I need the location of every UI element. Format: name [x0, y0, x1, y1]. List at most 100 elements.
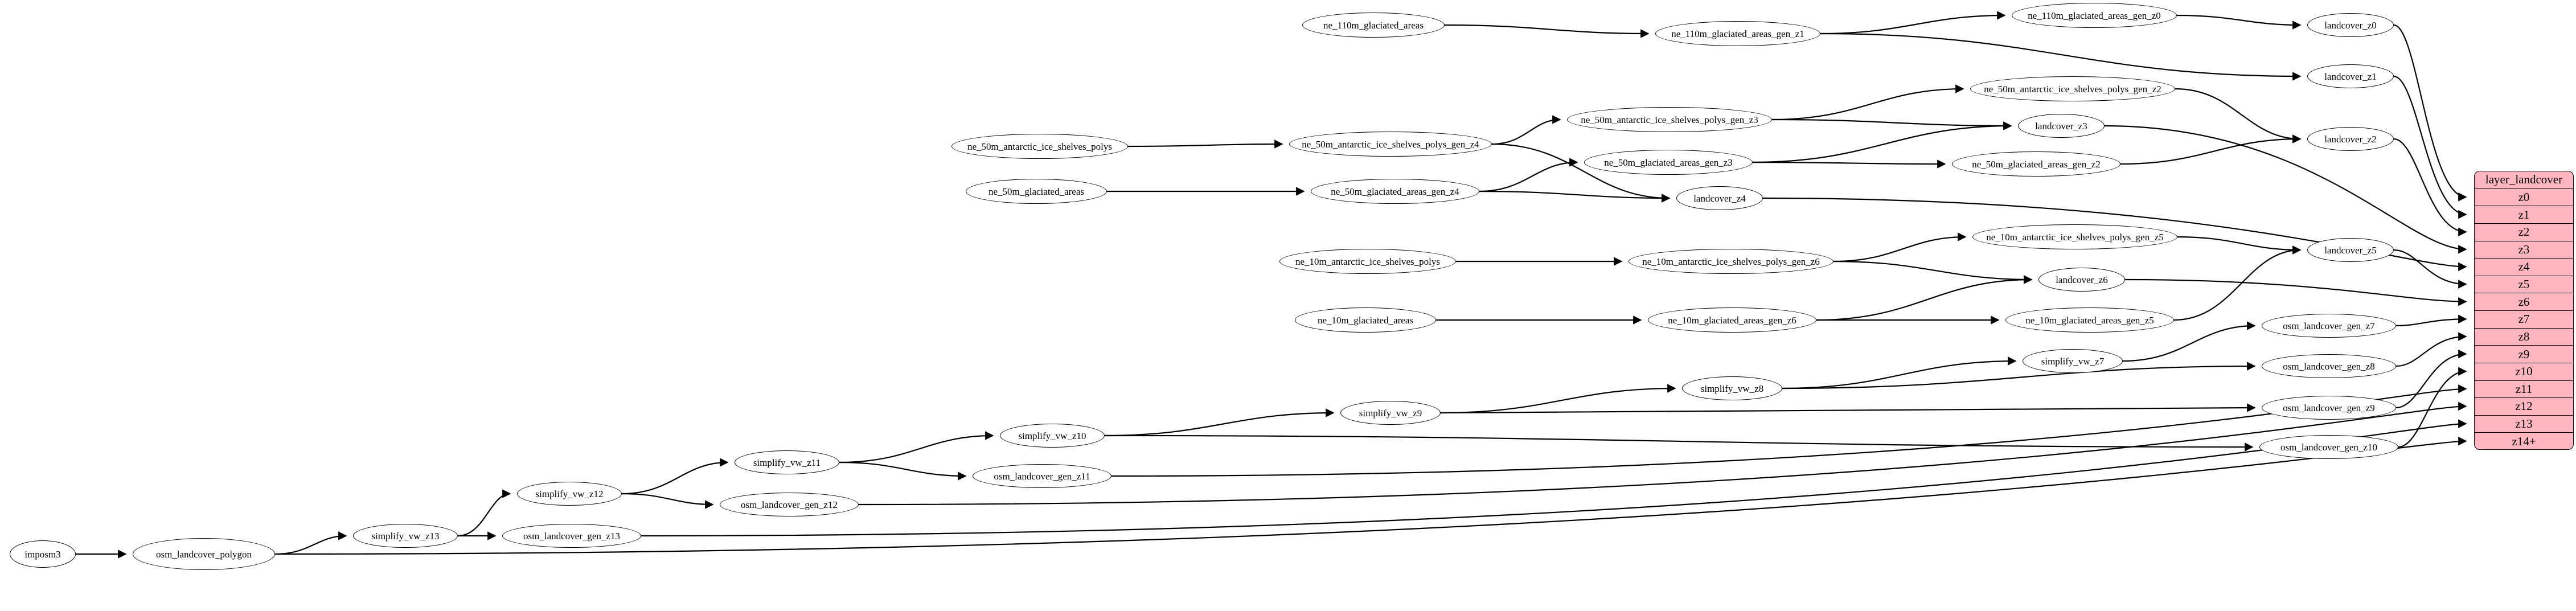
graph-node-label: landcover_z1 — [2324, 71, 2377, 82]
table-row-z5[interactable]: z5 — [2475, 276, 2573, 294]
table-row-z8[interactable]: z8 — [2475, 329, 2573, 346]
graph-node-simplify_vw_z9[interactable]: simplify_vw_z9 — [1340, 401, 1441, 425]
graph-node-ne_50m_antarctic_ice_shelves_polys[interactable]: ne_50m_antarctic_ice_shelves_polys — [951, 134, 1128, 159]
graph-node-ne_10m_glaciated_areas[interactable]: ne_10m_glaciated_areas — [1295, 307, 1436, 333]
graph-node-simplify_vw_z12[interactable]: simplify_vw_z12 — [517, 482, 622, 506]
graph-node-osm_landcover_gen_z8[interactable]: osm_landcover_gen_z8 — [2262, 354, 2396, 378]
graph-edge — [2395, 314, 2467, 327]
table-row-z2[interactable]: z2 — [2475, 224, 2573, 241]
graph-node-landcover_z4[interactable]: landcover_z4 — [1676, 186, 1763, 210]
table-row-z13[interactable]: z13 — [2475, 416, 2573, 433]
graph-node-landcover_z3[interactable]: landcover_z3 — [2018, 114, 2105, 138]
graph-edge — [1752, 159, 1946, 169]
graph-node-label: simplify_vw_z13 — [371, 530, 440, 542]
table-row-z14+[interactable]: z14+ — [2512, 434, 2536, 449]
graph-node-landcover_z1[interactable]: landcover_z1 — [2307, 64, 2394, 88]
graph-node-osm_landcover_polygon[interactable]: osm_landcover_polygon — [133, 538, 275, 570]
table-row-z11[interactable]: z11 — [2475, 381, 2573, 399]
table-row-z6[interactable]: z6 — [2475, 293, 2573, 311]
graph-node-label: landcover_z4 — [1693, 192, 1746, 204]
table-row-z12[interactable]: z12 — [2475, 398, 2573, 416]
graph-node-osm_landcover_gen_z9[interactable]: osm_landcover_gen_z9 — [2262, 396, 2396, 420]
graph-node-label: ne_110m_glaciated_areas_gen_z0 — [2028, 10, 2161, 21]
table-row-z1[interactable]: z1 — [2475, 206, 2573, 224]
graph-node-ne_10m_antarctic_ice_shelves_polys[interactable]: ne_10m_antarctic_ice_shelves_polys — [1279, 249, 1456, 274]
graph-edge — [621, 493, 714, 509]
graph-node-osm_landcover_gen_z12[interactable]: osm_landcover_gen_z12 — [720, 493, 859, 516]
graph-edge — [1782, 362, 2256, 389]
graph-edge — [1782, 356, 2017, 389]
graph-node-label: simplify_vw_z7 — [2041, 355, 2105, 367]
graph-node-label: simplify_vw_z9 — [1359, 407, 1422, 419]
table-row-z10[interactable]: z10 — [2475, 363, 2573, 381]
graph-node-ne_50m_glaciated_areas_gen_z3[interactable]: ne_50m_glaciated_areas_gen_z3 — [1584, 150, 1753, 175]
graph-node-label: ne_50m_glaciated_areas — [988, 186, 1085, 197]
graph-node-ne_50m_antarctic_ice_shelves_polys_gen_z2[interactable]: ne_50m_antarctic_ice_shelves_polys_gen_z… — [1970, 76, 2175, 101]
graph-node-osm_landcover_gen_z11[interactable]: osm_landcover_gen_z11 — [973, 464, 1111, 488]
graph-node-label: ne_50m_glaciated_areas_gen_z3 — [1604, 157, 1733, 168]
graph-node-label: osm_landcover_gen_z11 — [994, 470, 1090, 482]
graph-node-ne_110m_glaciated_areas_gen_z1[interactable]: ne_110m_glaciated_areas_gen_z1 — [1655, 21, 1820, 46]
graph-node-ne_50m_glaciated_areas_gen_z2[interactable]: ne_50m_glaciated_areas_gen_z2 — [1952, 151, 2120, 177]
graph-edge — [1771, 84, 1964, 121]
graph-node-label: landcover_z0 — [2324, 19, 2377, 31]
graph-node-ne_10m_glaciated_areas_gen_z5[interactable]: ne_10m_glaciated_areas_gen_z5 — [2005, 307, 2174, 333]
graph-edge — [1816, 275, 2033, 321]
table-row-z9[interactable]: z9 — [2475, 346, 2573, 363]
graph-edge — [2393, 24, 2467, 202]
graph-node-imposm3[interactable]: imposm3 — [10, 540, 76, 568]
graph-node-landcover_z5[interactable]: landcover_z5 — [2307, 238, 2394, 262]
graph-node-simplify_vw_z10[interactable]: simplify_vw_z10 — [1000, 424, 1105, 448]
graph-node-landcover_z2[interactable]: landcover_z2 — [2307, 127, 2394, 151]
graph-node-landcover_z0[interactable]: landcover_z0 — [2307, 13, 2394, 37]
graph-node-ne_50m_antarctic_ice_shelves_polys_gen_z4[interactable]: ne_50m_antarctic_ice_shelves_polys_gen_z… — [1289, 132, 1492, 157]
graph-edge — [1440, 403, 2256, 414]
graph-edge — [621, 458, 729, 495]
graph-node-ne_110m_glaciated_areas_gen_z0[interactable]: ne_110m_glaciated_areas_gen_z0 — [2012, 3, 2177, 28]
graph-node-landcover_z6[interactable]: landcover_z6 — [2038, 268, 2125, 292]
graph-node-label: ne_110m_glaciated_areas — [1323, 19, 1424, 31]
graph-edge — [1444, 24, 1650, 38]
graph-node-simplify_vw_z13[interactable]: simplify_vw_z13 — [353, 524, 458, 548]
graph-edge — [1491, 115, 1561, 145]
graph-node-label: ne_50m_glaciated_areas_gen_z4 — [1331, 186, 1459, 197]
graph-edge — [2395, 332, 2467, 367]
graph-node-label: osm_landcover_gen_z10 — [2280, 441, 2377, 453]
graph-node-label: osm_landcover_gen_z12 — [741, 499, 838, 510]
graph-node-ne_10m_glaciated_areas_gen_z6[interactable]: ne_10m_glaciated_areas_gen_z6 — [1648, 307, 1816, 333]
graph-node-label: osm_landcover_gen_z13 — [523, 530, 620, 542]
graph-node-ne_110m_glaciated_areas[interactable]: ne_110m_glaciated_areas — [1302, 13, 1445, 38]
graph-node-label: ne_50m_antarctic_ice_shelves_polys_gen_z… — [1302, 138, 1479, 150]
table-row-z3[interactable]: z3 — [2475, 241, 2573, 259]
graph-edge — [1104, 434, 2254, 452]
graph-edge — [1833, 260, 2033, 284]
table-row-z7[interactable]: z7 — [2475, 311, 2573, 329]
graph-edge — [839, 431, 994, 464]
graph-node-ne_50m_glaciated_areas_gen_z4[interactable]: ne_50m_glaciated_areas_gen_z4 — [1311, 179, 1479, 204]
graph-node-ne_50m_antarctic_ice_shelves_polys_gen_z3[interactable]: ne_50m_antarctic_ice_shelves_polys_gen_z… — [1567, 107, 1772, 132]
graph-node-simplify_vw_z7[interactable]: simplify_vw_z7 — [2023, 349, 2123, 373]
graph-node-osm_landcover_gen_z10[interactable]: osm_landcover_gen_z10 — [2259, 435, 2398, 459]
graph-node-label: ne_50m_antarctic_ice_shelves_polys_gen_z… — [1984, 83, 2161, 95]
table-row-z0[interactable]: z0 — [2475, 189, 2573, 207]
graph-node-osm_landcover_gen_z7[interactable]: osm_landcover_gen_z7 — [2262, 314, 2396, 338]
graph-edge — [1771, 118, 2012, 130]
graph-node-osm_landcover_gen_z13[interactable]: osm_landcover_gen_z13 — [502, 524, 641, 548]
graph-node-ne_10m_antarctic_ice_shelves_polys_gen_z6[interactable]: ne_10m_antarctic_ice_shelves_polys_gen_z… — [1629, 249, 1833, 274]
graph-node-simplify_vw_z8[interactable]: simplify_vw_z8 — [1682, 376, 1782, 400]
graph-node-simplify_vw_z11[interactable]: simplify_vw_z11 — [735, 450, 839, 474]
graph-edge — [839, 461, 967, 481]
graph-node-label: osm_landcover_gen_z8 — [2283, 360, 2375, 372]
graph-node-ne_50m_glaciated_areas[interactable]: ne_50m_glaciated_areas — [966, 179, 1107, 204]
graph-node-ne_10m_antarctic_ice_shelves_polys_gen_z5[interactable]: ne_10m_antarctic_ice_shelves_polys_gen_z… — [1972, 224, 2177, 249]
graph-node-label: simplify_vw_z10 — [1018, 430, 1086, 441]
graph-node-label: osm_landcover_gen_z7 — [2283, 320, 2375, 331]
table-row-z4[interactable]: z4 — [2475, 259, 2573, 276]
graph-node-label: ne_110m_glaciated_areas_gen_z1 — [1671, 28, 1804, 39]
graph-edge — [1820, 11, 2006, 35]
graph-node-label: osm_landcover_gen_z9 — [2283, 402, 2375, 413]
graph-edge — [2175, 88, 2302, 143]
graph-edge — [1479, 158, 1578, 192]
